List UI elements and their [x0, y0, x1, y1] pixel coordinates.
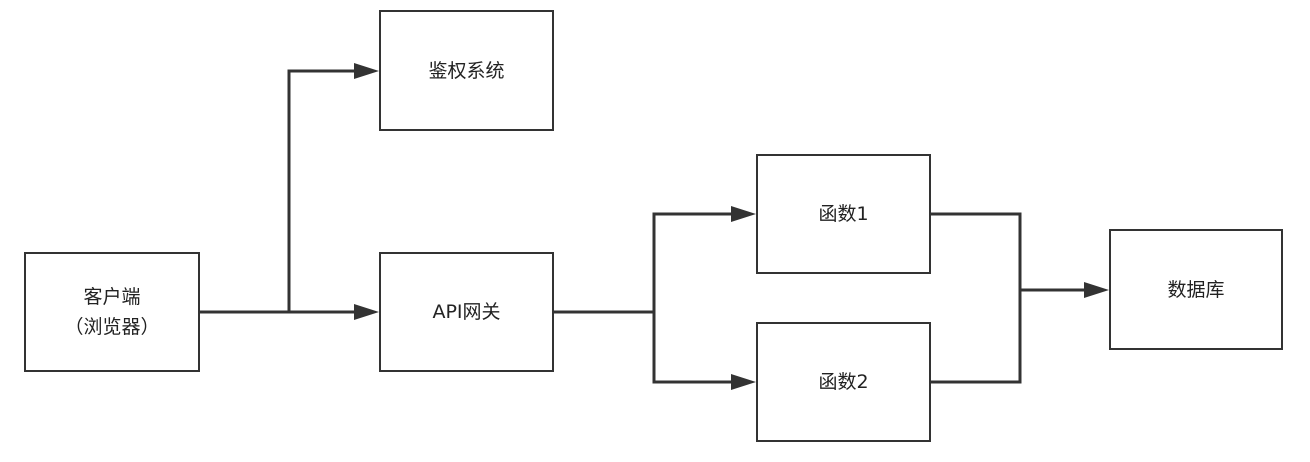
edge-gateway-to-func2: [652, 312, 732, 384]
node-api-gateway: API网关: [379, 252, 554, 372]
node-function-1-label: 函数1: [818, 203, 869, 225]
arrowhead-auth: [354, 63, 379, 79]
node-auth-system: 鉴权系统: [379, 10, 554, 131]
node-function-2-label: 函数2: [818, 371, 869, 393]
edge-func2-to-database: [931, 290, 1022, 384]
node-api-gateway-label: API网关: [432, 301, 501, 323]
node-client-sublabel: （浏览器）: [64, 316, 160, 338]
arrowhead-database: [1084, 282, 1109, 298]
arrowhead-gateway: [354, 304, 379, 320]
node-function-2: 函数2: [756, 322, 931, 442]
node-function-1: 函数1: [756, 154, 931, 274]
node-database-label: 数据库: [1167, 278, 1225, 301]
node-client-label: 客户端: [83, 286, 141, 308]
arrowhead-func2: [731, 374, 756, 390]
edge-gateway-to-func1: [554, 212, 732, 314]
arrowhead-func1: [731, 206, 756, 222]
node-client: 客户端 （浏览器）: [24, 252, 200, 372]
node-database: 数据库: [1109, 229, 1283, 350]
edge-func1-to-database: [931, 212, 1022, 290]
edge-client-to-auth: [200, 69, 355, 314]
node-auth-system-label: 鉴权系统: [428, 59, 505, 82]
